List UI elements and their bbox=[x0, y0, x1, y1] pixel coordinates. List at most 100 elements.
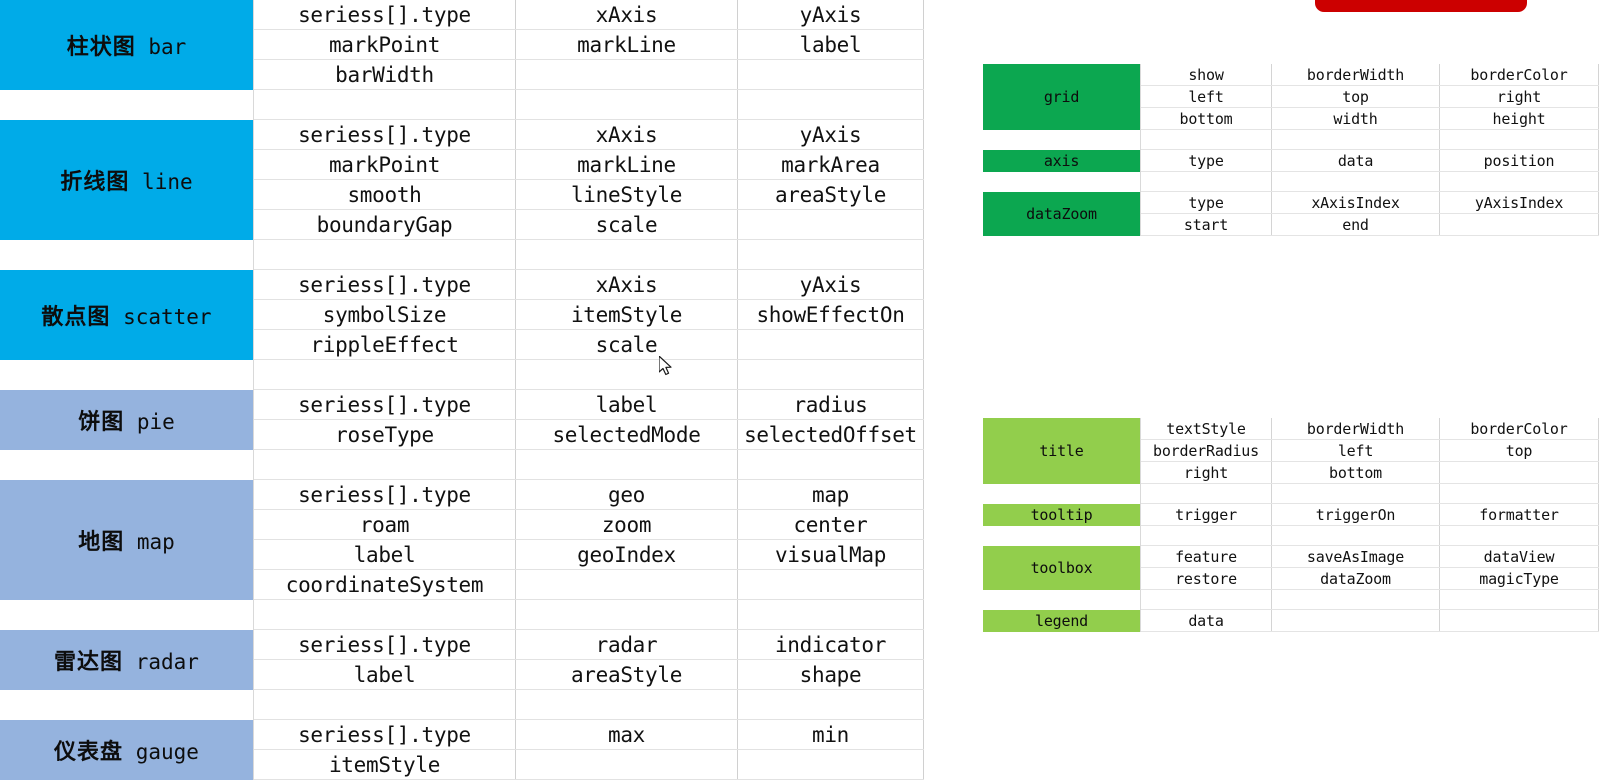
option-cell[interactable]: xAxis bbox=[515, 269, 738, 300]
option-cell[interactable]: label bbox=[515, 389, 738, 420]
option-group-label-dataZoom[interactable]: dataZoom bbox=[983, 191, 1141, 236]
option-cell[interactable]: markLine bbox=[515, 149, 738, 180]
option-cell[interactable]: triggerOn bbox=[1271, 503, 1440, 526]
option-cell[interactable]: markPoint bbox=[253, 29, 516, 60]
option-cell[interactable]: feature bbox=[1140, 545, 1272, 568]
option-cell[interactable]: seriess[].type bbox=[253, 269, 516, 300]
option-cell[interactable]: dataZoom bbox=[1271, 567, 1440, 590]
option-cell[interactable]: type bbox=[1140, 191, 1272, 214]
option-cell[interactable]: markPoint bbox=[253, 149, 516, 180]
option-cell[interactable]: top bbox=[1271, 85, 1440, 108]
option-group-label-toolbox[interactable]: toolbox bbox=[983, 545, 1141, 590]
option-cell[interactable]: restore bbox=[1140, 567, 1272, 590]
option-cell[interactable]: seriess[].type bbox=[253, 119, 516, 150]
chart-type-label-line[interactable]: 折线图 line bbox=[0, 119, 254, 240]
option-cell[interactable]: selectedMode bbox=[515, 419, 738, 450]
option-cell[interactable]: seriess[].type bbox=[253, 479, 516, 510]
option-cell[interactable] bbox=[1271, 609, 1440, 632]
option-cell[interactable]: geoIndex bbox=[515, 539, 738, 570]
option-cell[interactable]: seriess[].type bbox=[253, 0, 516, 30]
option-cell[interactable]: bottom bbox=[1271, 461, 1440, 484]
option-cell[interactable]: borderWidth bbox=[1271, 418, 1440, 440]
option-cell[interactable]: right bbox=[1439, 85, 1599, 108]
option-cell[interactable] bbox=[515, 749, 738, 780]
option-cell[interactable]: selectedOffset bbox=[737, 419, 924, 450]
option-cell[interactable]: geo bbox=[515, 479, 738, 510]
option-cell[interactable]: start bbox=[1140, 213, 1272, 236]
option-group-label-tooltip[interactable]: tooltip bbox=[983, 503, 1141, 526]
option-cell[interactable]: symbolSize bbox=[253, 299, 516, 330]
option-cell[interactable] bbox=[737, 569, 924, 600]
option-cell[interactable] bbox=[515, 569, 738, 600]
option-cell[interactable]: itemStyle bbox=[253, 749, 516, 780]
option-cell[interactable]: dataView bbox=[1439, 545, 1599, 568]
option-cell[interactable]: showEffectOn bbox=[737, 299, 924, 330]
option-cell[interactable]: yAxisIndex bbox=[1439, 191, 1599, 214]
option-cell[interactable]: barWidth bbox=[253, 59, 516, 90]
chart-type-label-bar[interactable]: 柱状图 bar bbox=[0, 0, 254, 90]
chart-type-label-gauge[interactable]: 仪表盘 gauge bbox=[0, 719, 254, 780]
option-cell[interactable]: visualMap bbox=[737, 539, 924, 570]
option-cell[interactable]: right bbox=[1140, 461, 1272, 484]
option-cell[interactable]: indicator bbox=[737, 629, 924, 660]
option-cell[interactable]: min bbox=[737, 719, 924, 750]
option-cell[interactable]: seriess[].type bbox=[253, 629, 516, 660]
option-cell[interactable]: label bbox=[253, 659, 516, 690]
option-cell[interactable]: seriess[].type bbox=[253, 719, 516, 750]
option-cell[interactable]: markArea bbox=[737, 149, 924, 180]
option-cell[interactable] bbox=[1439, 461, 1599, 484]
chart-type-label-map[interactable]: 地图 map bbox=[0, 479, 254, 600]
option-cell[interactable]: trigger bbox=[1140, 503, 1272, 526]
option-cell[interactable] bbox=[737, 749, 924, 780]
option-cell[interactable]: areaStyle bbox=[515, 659, 738, 690]
option-cell[interactable]: map bbox=[737, 479, 924, 510]
option-cell[interactable]: smooth bbox=[253, 179, 516, 210]
option-cell[interactable] bbox=[737, 59, 924, 90]
option-cell[interactable]: label bbox=[253, 539, 516, 570]
option-cell[interactable]: top bbox=[1439, 439, 1599, 462]
option-cell[interactable]: data bbox=[1271, 149, 1440, 172]
option-cell[interactable]: center bbox=[737, 509, 924, 540]
option-cell[interactable]: end bbox=[1271, 213, 1440, 236]
option-cell[interactable]: borderRadius bbox=[1140, 439, 1272, 462]
option-cell[interactable]: borderColor bbox=[1439, 418, 1599, 440]
option-cell[interactable]: left bbox=[1140, 85, 1272, 108]
option-cell[interactable]: magicType bbox=[1439, 567, 1599, 590]
option-cell[interactable]: markLine bbox=[515, 29, 738, 60]
option-cell[interactable]: max bbox=[515, 719, 738, 750]
option-cell[interactable]: yAxis bbox=[737, 0, 924, 30]
option-group-label-legend[interactable]: legend bbox=[983, 609, 1141, 632]
option-cell[interactable]: xAxisIndex bbox=[1271, 191, 1440, 214]
option-cell[interactable]: yAxis bbox=[737, 119, 924, 150]
option-group-label-grid[interactable]: grid bbox=[983, 64, 1141, 130]
option-cell[interactable]: width bbox=[1271, 107, 1440, 130]
option-cell[interactable]: rippleEffect bbox=[253, 329, 516, 360]
chart-type-label-scatter[interactable]: 散点图 scatter bbox=[0, 269, 254, 360]
option-group-label-axis[interactable]: axis bbox=[983, 149, 1141, 172]
option-cell[interactable]: type bbox=[1140, 149, 1272, 172]
option-cell[interactable]: seriess[].type bbox=[253, 389, 516, 420]
option-cell[interactable] bbox=[737, 329, 924, 360]
option-cell[interactable]: lineStyle bbox=[515, 179, 738, 210]
option-cell[interactable]: formatter bbox=[1439, 503, 1599, 526]
option-cell[interactable]: radar bbox=[515, 629, 738, 660]
option-group-label-title[interactable]: title bbox=[983, 418, 1141, 484]
option-cell[interactable]: scale bbox=[515, 329, 738, 360]
option-cell[interactable]: show bbox=[1140, 64, 1272, 86]
option-cell[interactable] bbox=[1439, 609, 1599, 632]
option-cell[interactable]: boundaryGap bbox=[253, 209, 516, 240]
option-cell[interactable]: roam bbox=[253, 509, 516, 540]
option-cell[interactable]: saveAsImage bbox=[1271, 545, 1440, 568]
option-cell[interactable]: itemStyle bbox=[515, 299, 738, 330]
option-cell[interactable] bbox=[1439, 213, 1599, 236]
option-cell[interactable]: xAxis bbox=[515, 119, 738, 150]
option-cell[interactable]: xAxis bbox=[515, 0, 738, 30]
option-cell[interactable]: coordinateSystem bbox=[253, 569, 516, 600]
option-cell[interactable]: height bbox=[1439, 107, 1599, 130]
option-cell[interactable]: left bbox=[1271, 439, 1440, 462]
option-cell[interactable]: borderColor bbox=[1439, 64, 1599, 86]
option-cell[interactable] bbox=[737, 209, 924, 240]
option-cell[interactable]: data bbox=[1140, 609, 1272, 632]
option-cell[interactable]: areaStyle bbox=[737, 179, 924, 210]
option-cell[interactable]: zoom bbox=[515, 509, 738, 540]
